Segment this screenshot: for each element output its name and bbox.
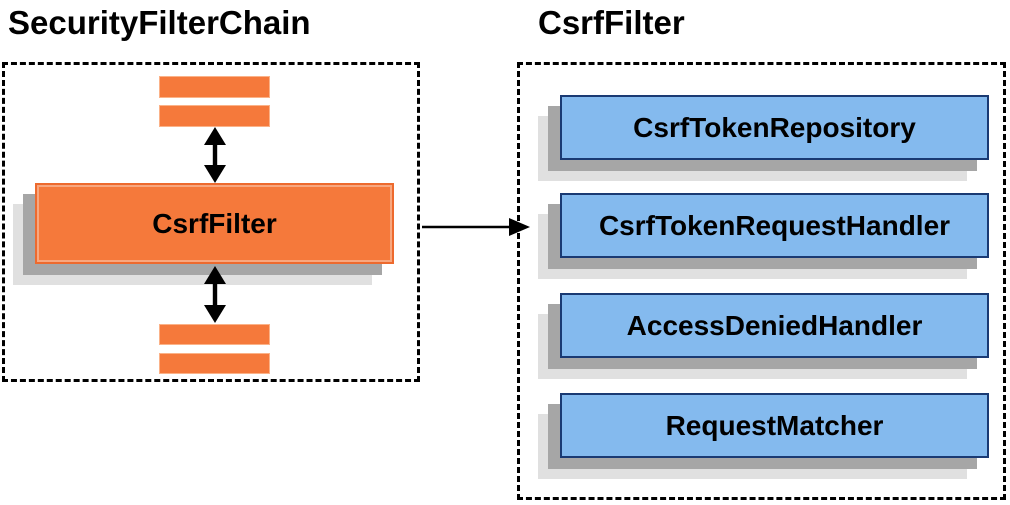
component-label: RequestMatcher <box>665 409 884 441</box>
component-box-csrf-token-request-handler: CsrfTokenRequestHandler <box>560 193 989 258</box>
component-label: CsrfTokenRepository <box>633 111 916 143</box>
component-box-csrf-token-repository: CsrfTokenRepository <box>560 95 989 160</box>
connector-arrow-icon <box>422 218 530 236</box>
component-label: AccessDeniedHandler <box>626 309 923 341</box>
component-box-request-matcher: RequestMatcher <box>560 393 989 458</box>
security-filter-chain-title: SecurityFilterChain <box>8 4 311 41</box>
component-box-access-denied-handler: AccessDeniedHandler <box>560 293 989 358</box>
filter-stub-bar-bottom-1 <box>159 324 270 345</box>
csrf-filter-box: CsrfFilter <box>35 183 394 264</box>
csrf-filter-panel-title: CsrfFilter <box>538 4 685 41</box>
component-label: CsrfTokenRequestHandler <box>598 209 951 241</box>
filter-stub-bar-top-1 <box>159 76 270 98</box>
double-arrow-bottom-icon <box>204 266 226 323</box>
filter-stub-bar-top-2 <box>159 105 270 127</box>
double-arrow-top-icon <box>204 127 226 183</box>
csrf-filter-box-label: CsrfFilter <box>152 207 277 239</box>
security-filter-chain-container <box>2 62 420 382</box>
filter-stub-bar-bottom-2 <box>159 353 270 374</box>
csrf-filter-panel-container <box>517 62 1006 500</box>
